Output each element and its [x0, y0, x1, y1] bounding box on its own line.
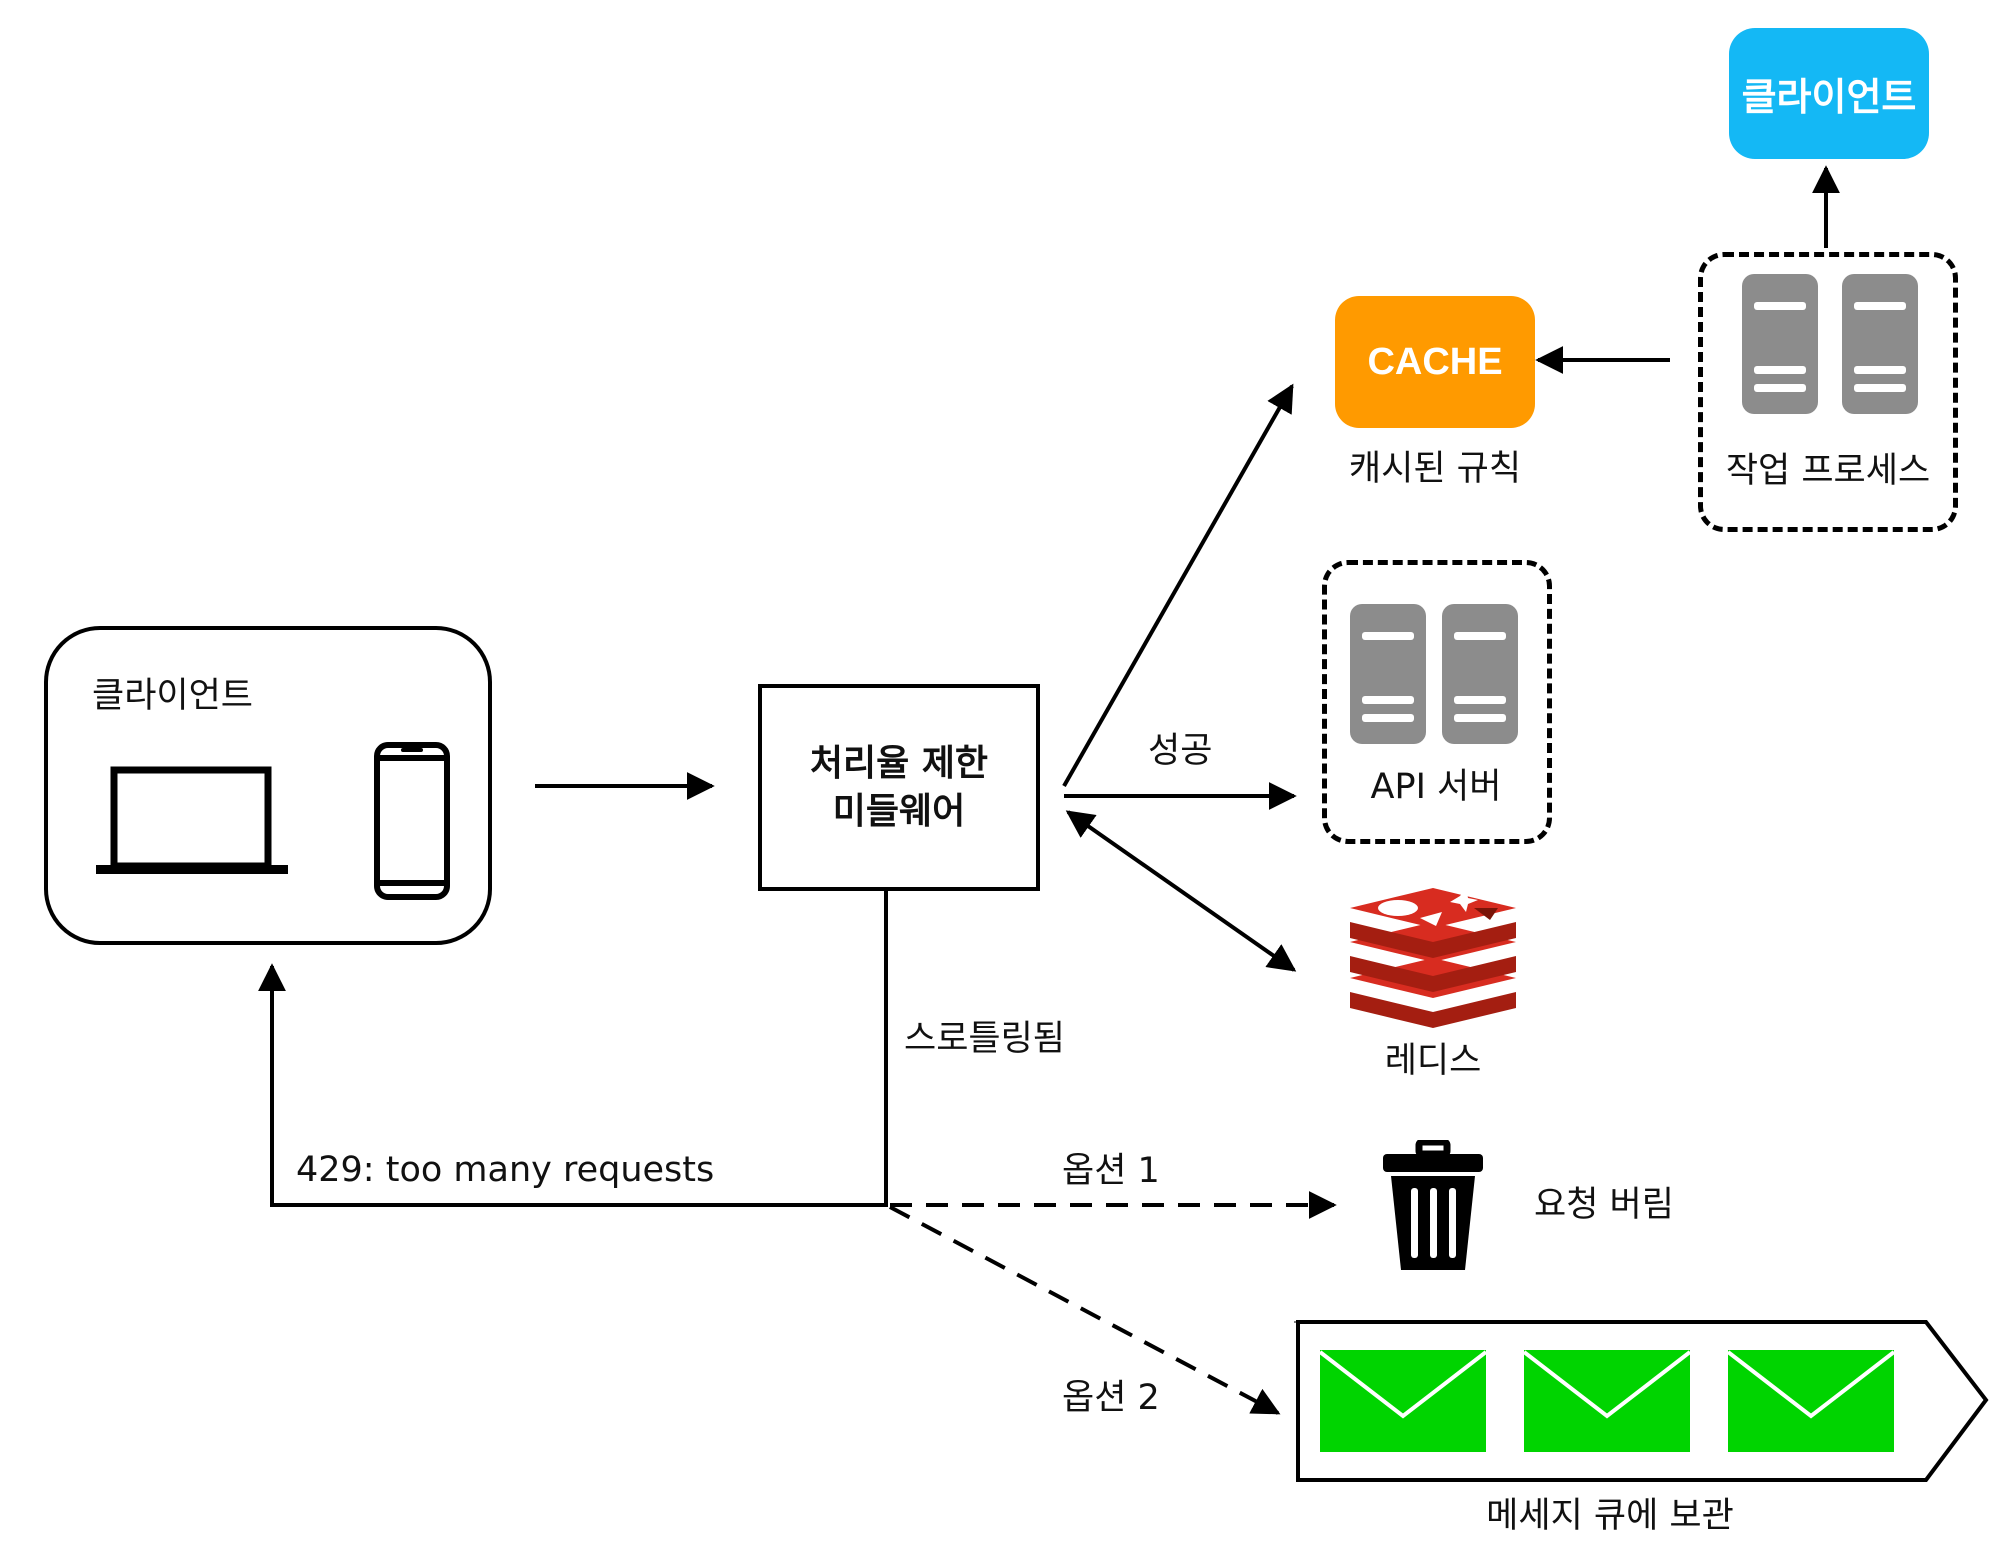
envelope-icon	[1728, 1350, 1894, 1452]
edge-middleware-to-cache	[1062, 383, 1294, 787]
server-icon	[1742, 274, 1818, 414]
middleware-line1: 처리율 제한	[809, 742, 989, 784]
cache-caption: 캐시된 규칙	[1348, 449, 1522, 489]
server-icon	[1350, 604, 1426, 744]
server-icon	[1442, 604, 1518, 744]
worker-process-group	[1698, 252, 1958, 532]
redis-caption: 레디스	[1384, 1041, 1482, 1081]
worker-caption: 작업 프로세스	[1725, 451, 1931, 491]
drop-caption: 요청 버림	[1534, 1185, 1674, 1225]
server-icon	[1842, 274, 1918, 414]
edge-option2-queue	[889, 1205, 1281, 1415]
edge-middleware-redis	[1065, 810, 1297, 972]
redis-logo	[1350, 888, 1516, 1028]
edge-label-throttled: 스로틀링됨	[904, 1019, 1066, 1059]
smartphone-icon	[374, 742, 450, 900]
api-server-group	[1322, 560, 1552, 844]
edge-label-option2: 옵션 2	[1062, 1378, 1160, 1418]
edge-label-option1: 옵션 1	[1062, 1151, 1160, 1191]
edge-throttled-return	[258, 891, 888, 1207]
envelope-icon	[1524, 1350, 1690, 1452]
api-caption: API 서버	[1370, 767, 1502, 807]
edge-label-success: 성공	[1148, 731, 1213, 771]
rate-limiter-middleware: 처리율 제한 미들웨어	[758, 684, 1040, 891]
cache-box: CACHE	[1335, 296, 1535, 428]
edge-label-429: 429: too many requests	[296, 1150, 715, 1190]
client-label: 클라이언트	[92, 676, 254, 716]
top-client-box: 클라이언트	[1729, 28, 1929, 159]
laptop-icon	[96, 766, 288, 874]
client-group	[44, 626, 492, 945]
middleware-line2: 미들웨어	[832, 790, 966, 832]
envelope-icon	[1320, 1350, 1486, 1452]
queue-caption: 메세지 큐에 보관	[1486, 1496, 1734, 1536]
trash-icon	[1383, 1140, 1483, 1270]
